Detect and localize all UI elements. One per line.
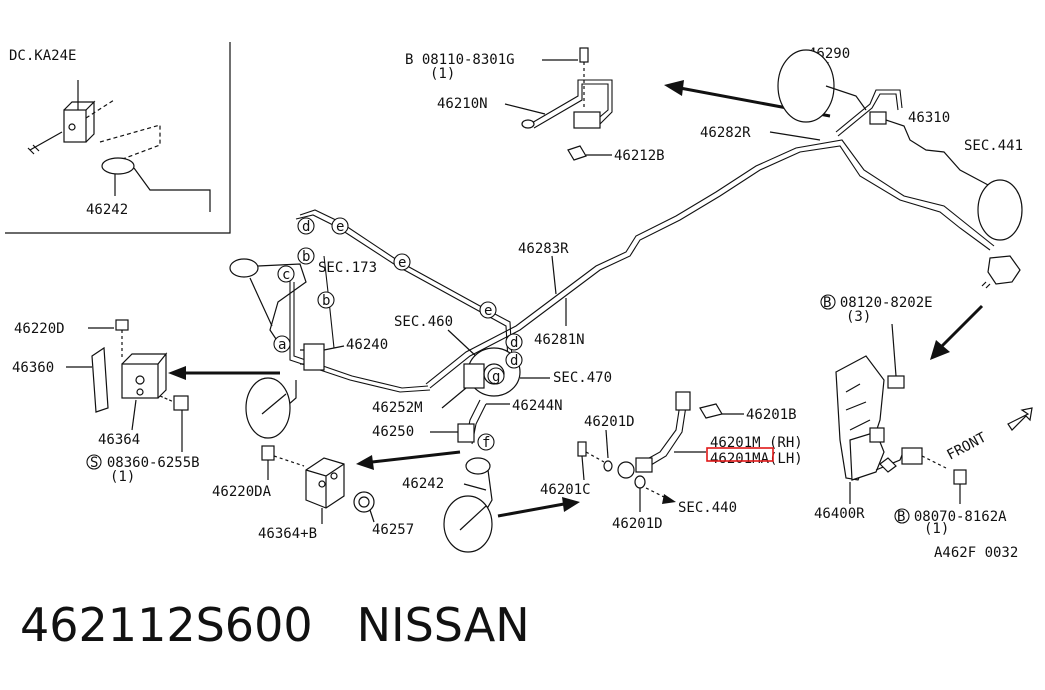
label-sec440: SEC.440 xyxy=(678,500,737,516)
pointer-arrows xyxy=(168,80,984,518)
label-46201D-top: 46201D xyxy=(584,414,635,430)
inset-part-46242: 46242 xyxy=(86,202,128,218)
pipe-46210N-detail: B 08110-8301G (1) 46210N 46212B xyxy=(405,47,665,164)
inset-panel: DC.KA24E 46242 xyxy=(5,42,231,234)
label-46210N: 46210N xyxy=(437,96,488,112)
callout-f-1: f xyxy=(482,435,490,451)
callout-b-2: b xyxy=(322,293,330,309)
highlight-box xyxy=(706,447,774,462)
label-front: FRONT xyxy=(944,429,989,463)
label-08110-qty: (1) xyxy=(430,66,455,82)
label-46257: 46257 xyxy=(372,522,414,538)
part-caption: 462112S600 NISSAN xyxy=(20,598,530,652)
label-46310: 46310 xyxy=(908,110,950,126)
front-arrow-icon xyxy=(1007,407,1033,431)
label-46282R: 46282R xyxy=(700,125,751,141)
label-46212B: 46212B xyxy=(614,148,665,164)
label-46360: 46360 xyxy=(12,360,54,376)
label-sec460: SEC.460 xyxy=(394,314,453,330)
label-46364: 46364 xyxy=(98,432,140,448)
callout-e-2: e xyxy=(398,255,406,271)
callout-e-3: e xyxy=(484,303,492,319)
label-46201D-bottom: 46201D xyxy=(612,516,663,532)
label-46281N: 46281N xyxy=(534,332,585,348)
rear-right-area: 46290 46310 SEC.441 46282R xyxy=(700,46,1023,241)
callout-g-1: g xyxy=(492,369,500,385)
front-left-hose: 46240 xyxy=(229,258,388,439)
callout-d-2: d xyxy=(510,335,518,351)
callout-c-1: c xyxy=(282,267,290,283)
label-46201C: 46201C xyxy=(540,482,591,498)
inset-title: DC.KA24E xyxy=(9,48,76,64)
label-46240: 46240 xyxy=(346,337,388,353)
left-valve-assembly: 46220D 46360 46364 S 08360-6255B (1) xyxy=(12,319,200,485)
brake-hose-46201: 46201D 46201C 46201D SEC.440 46201B 4620… xyxy=(540,391,803,532)
label-08360: S 08360-6255B xyxy=(90,455,200,471)
label-08120: B 08120-8202E xyxy=(823,295,933,311)
label-46201M: 46201M (RH) xyxy=(710,435,803,451)
caption-brand: NISSAN xyxy=(356,598,530,652)
label-sec173: SEC.173 xyxy=(318,260,377,276)
label-46252M: 46252M xyxy=(372,400,423,416)
label-46400R: 46400R xyxy=(814,506,865,522)
label-08120-qty: (3) xyxy=(846,309,871,325)
figure-code: A462F 0032 xyxy=(934,545,1018,561)
label-46283R: 46283R xyxy=(518,241,569,257)
label-sec441: SEC.441 xyxy=(964,138,1023,154)
label-46201B: 46201B xyxy=(746,407,797,423)
callout-b-1: b xyxy=(302,249,310,265)
callout-a-1: a xyxy=(278,337,286,353)
front-indicator: FRONT xyxy=(944,429,989,463)
label-46364B: 46364+B xyxy=(258,526,317,542)
callout-letters: d e b c b e e a d d g f xyxy=(273,217,523,451)
callout-d-3: d xyxy=(510,353,518,369)
center-bottom-block: 46220DA 46364+B 46257 46242 xyxy=(212,445,493,553)
label-46201MA: 46201MA(LH) xyxy=(710,451,803,467)
brake-lines: 46283R 46281N SEC.173 xyxy=(289,139,995,445)
label-46220DA: 46220DA xyxy=(212,484,272,500)
label-46242-center: 46242 xyxy=(402,476,444,492)
callout-d-1: d xyxy=(302,219,310,235)
label-sec470: SEC.470 xyxy=(553,370,612,386)
caliper-46400R: B 08120-8202E (3) 46400R B 08070-8162A (… xyxy=(814,255,1033,537)
label-08070-qty: (1) xyxy=(924,521,949,537)
label-46244N: 46244N xyxy=(512,398,563,414)
caption-part-number: 462112S600 xyxy=(20,598,313,652)
callout-e-1: e xyxy=(336,219,344,235)
label-46220D: 46220D xyxy=(14,321,65,337)
label-08110: B 08110-8301G xyxy=(405,52,515,68)
label-08070: B 08070-8162A xyxy=(897,509,1007,525)
label-08360-qty: (1) xyxy=(110,469,135,485)
label-46250: 46250 xyxy=(372,424,414,440)
